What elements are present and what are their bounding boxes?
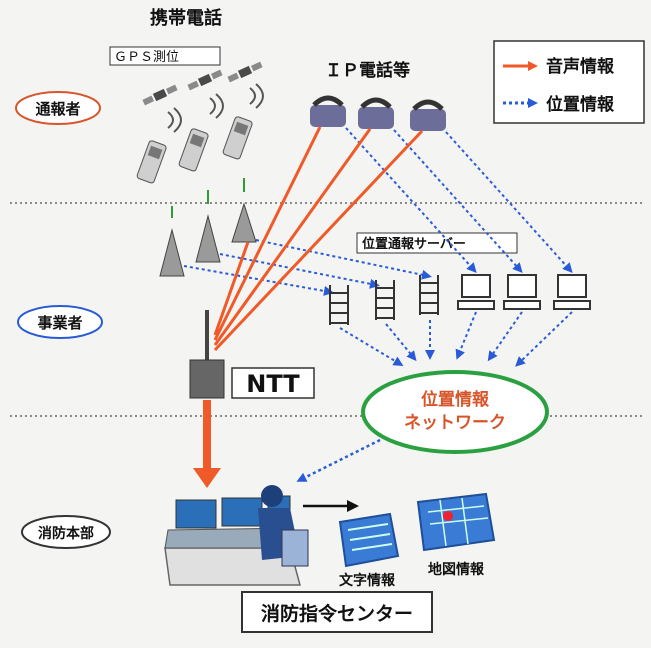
center-title: 消防指令センター: [261, 602, 413, 625]
center-title-box: [241, 591, 433, 633]
pc-server-icon: [457, 274, 591, 310]
role-caller-label: 通報者: [35, 100, 80, 118]
signal-waves-icon: [167, 83, 264, 133]
ntt-exchange-icon: [189, 310, 225, 399]
gps-label: ＧＰＳ測位: [114, 50, 179, 65]
server-to-network-location-arrows: [339, 311, 573, 367]
network-label-line1: 位置情報: [421, 389, 490, 410]
ntt-to-center-voice-arrowhead: [193, 468, 221, 488]
mobile-phone-icon: [136, 116, 253, 184]
role-firehq-pill: 消防本部: [21, 515, 111, 549]
text-info-screen-icon: [338, 512, 400, 568]
ntt-label-box: [231, 367, 315, 399]
map-info-label: 地図情報: [428, 561, 485, 578]
legend-location-label: 位置情報: [546, 94, 615, 115]
role-operator-pill: 事業者: [17, 305, 103, 339]
voice-lines: [213, 126, 424, 352]
server-label: 位置通報サーバー: [362, 236, 466, 252]
ip-to-pc-location-arrows: [345, 127, 573, 273]
ip-phone-label: ＩＰ電話等: [325, 60, 410, 81]
gps-satellite-icon: [142, 61, 263, 106]
ip-phone-icon: [310, 95, 446, 131]
network-to-center-location-arrow: [296, 438, 381, 482]
role-caller-pill: 通報者: [15, 91, 101, 125]
uplink-arrow-icon: [171, 178, 245, 218]
legend: 音声情報 位置情報: [493, 40, 645, 124]
dispatch-console-icon: [164, 485, 309, 586]
server-label-box: [356, 232, 518, 254]
network-label-line2: ネットワーク: [404, 413, 506, 433]
ladder-server-icon: [329, 275, 439, 325]
legend-voice-label: 音声情報: [546, 56, 615, 77]
location-network-ellipse: [361, 370, 549, 454]
tower-to-server-location-arrows: [183, 239, 432, 296]
role-firehq-label: 消防本部: [38, 525, 94, 542]
mobile-phone-label: 携帯電話: [150, 7, 222, 29]
cell-tower-icon: [159, 202, 257, 277]
map-info-screen-icon: [416, 492, 496, 552]
text-info-label: 文字情報: [339, 572, 396, 589]
gps-label-box: [109, 46, 221, 66]
ntt-label: NTT: [246, 370, 300, 398]
role-operator-label: 事業者: [37, 314, 82, 332]
